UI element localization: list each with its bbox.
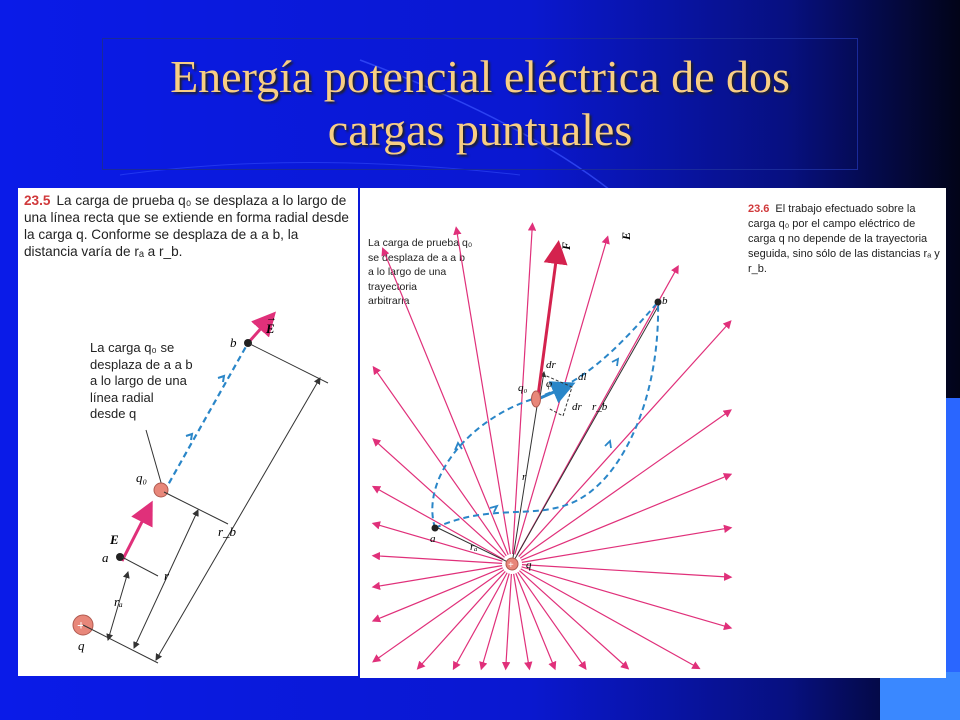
field-line [371, 485, 504, 560]
e-vector-top [246, 311, 276, 344]
label-rb: r_b [218, 524, 237, 539]
radial-path [163, 342, 249, 493]
label-r: r [164, 568, 170, 583]
svg-text:→: → [266, 312, 277, 324]
note-line: se desplaza de a a b [368, 251, 465, 264]
field-line [479, 573, 510, 671]
point-b [244, 339, 252, 347]
label-a: a [102, 550, 109, 565]
label-dl: dl [578, 371, 587, 383]
figure-23-6-drawing: + F E dr dl φ dr r_b r rₐ q₀ a b q [371, 222, 733, 671]
point-b [654, 298, 662, 306]
field-line [513, 573, 533, 671]
note-line: línea radial [90, 389, 154, 405]
label-ra: rₐ [470, 541, 478, 553]
label-q: q [78, 638, 85, 653]
label-b: b [230, 335, 237, 350]
label-e-top: E [265, 321, 275, 336]
title-line-2: cargas puntuales [327, 104, 633, 155]
field-line [517, 571, 587, 670]
radius-r [511, 399, 539, 565]
label-e: E [619, 232, 633, 241]
note-line: desde q [90, 406, 137, 421]
point-a [116, 553, 124, 561]
title-line-1: Energía potencial eléctrica de dos [170, 51, 790, 103]
field-line [519, 570, 630, 670]
label-q: q [526, 559, 532, 571]
label-q0: q₀ [518, 382, 528, 394]
label-r: r [522, 471, 527, 483]
note-line: trayectoria [368, 280, 418, 293]
point-a [431, 524, 439, 532]
test-charge-q0 [531, 390, 541, 408]
label-ra: rₐ [114, 594, 123, 609]
label-e-bottom: E [109, 532, 119, 547]
field-line [518, 320, 732, 557]
field-line [452, 572, 508, 671]
label-a: a [430, 533, 436, 545]
radius-ra [437, 527, 513, 565]
note-line: La carga q₀ se [90, 340, 175, 355]
caption-text: La carga de prueba q₀ se desplaza a lo l… [24, 193, 349, 259]
label-b: b [662, 295, 668, 307]
path-lower [434, 301, 660, 529]
dimension-rb [155, 377, 321, 661]
plus-sign: + [77, 619, 85, 634]
label-phi: φ [546, 378, 552, 390]
note-line: a lo largo de una [368, 266, 447, 278]
svg-text:+: + [508, 560, 514, 571]
field-line [501, 573, 512, 671]
dr-box [541, 373, 573, 417]
field-line [372, 569, 505, 663]
f-vector [536, 240, 568, 397]
dl-vector [537, 381, 576, 404]
label-rb: r_b [592, 401, 608, 413]
label-dr-vector: dr [546, 359, 557, 371]
field-line [372, 365, 507, 557]
e-vector-bottom [120, 500, 153, 562]
field-line [521, 473, 733, 561]
note-line: La carga de prueba q₀ [368, 237, 473, 249]
field-line [519, 409, 732, 559]
field-line [371, 567, 503, 623]
figure-23-6-note: La carga de prueba q₀ se desplaza de a a… [368, 236, 472, 309]
field-line [521, 566, 733, 631]
field-line [371, 565, 503, 591]
decorative-block-small [880, 672, 960, 720]
field-line [521, 564, 733, 581]
field-line [521, 524, 733, 563]
dimension-ra [106, 571, 130, 641]
field-line [371, 521, 503, 562]
field-line [515, 573, 557, 671]
figure-number: 23.6 [748, 203, 770, 215]
radius-rb [511, 302, 661, 565]
field-line [371, 551, 503, 564]
field-line [372, 438, 505, 558]
note-line: arbitraria [368, 295, 410, 307]
label-q0: q₀ [136, 470, 147, 485]
note-line: desplaza de a a b [90, 356, 193, 372]
label-dr: dr [572, 401, 583, 413]
test-charge-q0 [153, 482, 169, 498]
field-line [512, 222, 537, 555]
note-pointer [145, 429, 163, 487]
label-f: F [559, 242, 573, 251]
figure-number: 23.5 [24, 193, 51, 208]
caption-text: El trabajo efectuado sobre la carga q₀ p… [748, 203, 940, 275]
field-line [416, 571, 506, 670]
field-line [381, 247, 509, 555]
slide-title: Energía potencial eléctrica de dos carga… [102, 38, 858, 170]
field-line [520, 568, 701, 670]
field-line [453, 226, 511, 555]
figure-23-5-drawing: E → b q₀ E a + q rₐ r r_b [72, 311, 329, 664]
source-charge-q [505, 557, 519, 571]
